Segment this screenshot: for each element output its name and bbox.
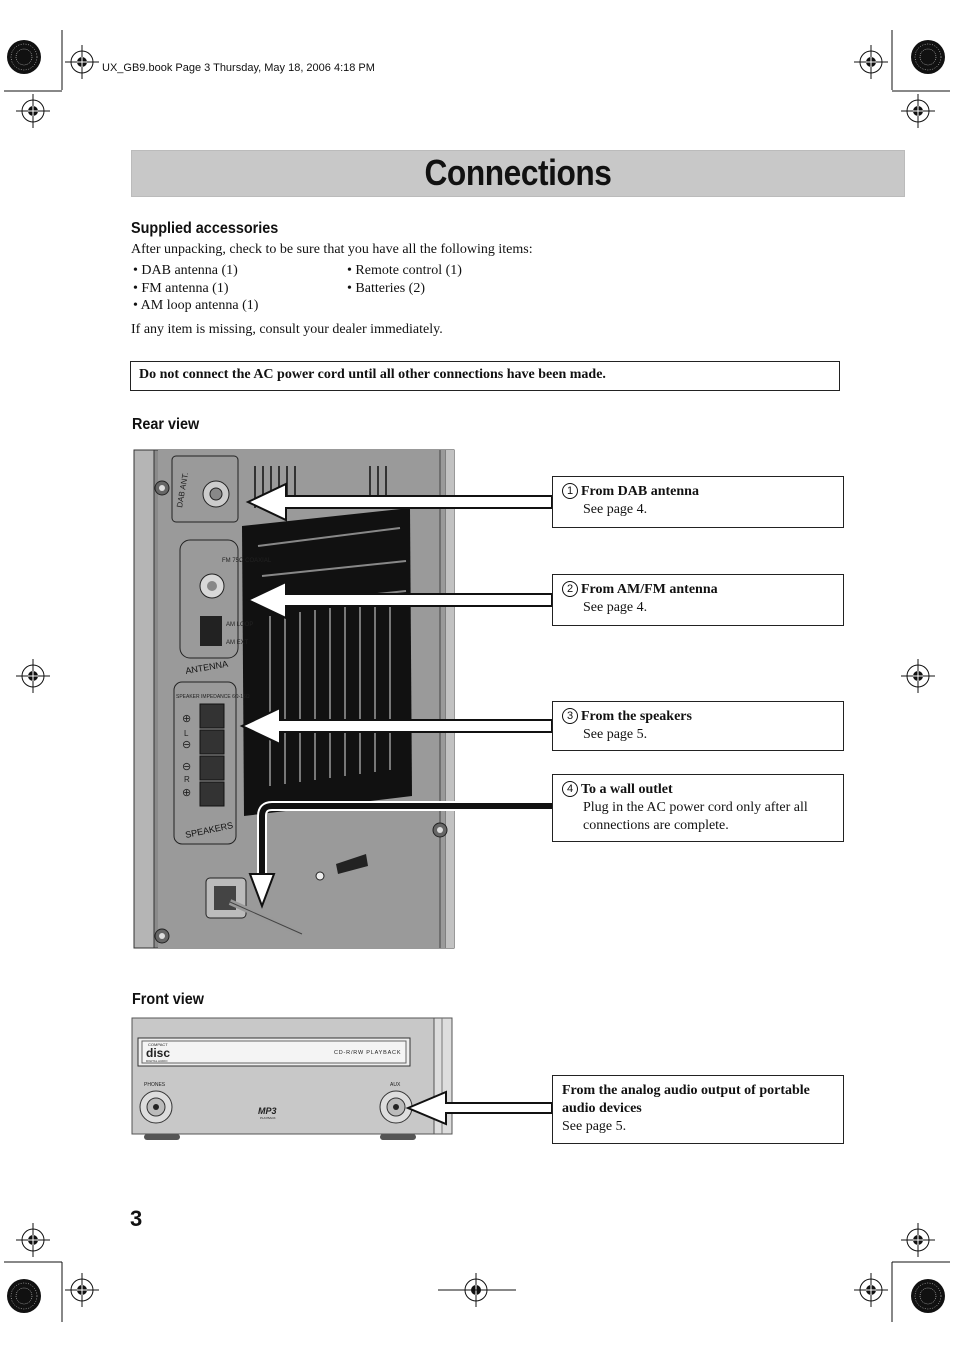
- accessories-heading: Supplied accessories: [131, 220, 279, 237]
- callout-title: From DAB antenna: [581, 484, 699, 499]
- r-minus-label: ⊖: [182, 761, 191, 773]
- disc-logo-bottom: DIGITAL AUDIO: [146, 1059, 168, 1063]
- rear-arrows: [239, 482, 553, 909]
- accessory-item: • Batteries (2): [347, 281, 425, 296]
- accessory-item: • AM loop antenna (1): [133, 298, 259, 313]
- r-label: R: [184, 775, 190, 784]
- callout-text: See page 4.: [583, 600, 648, 615]
- l-minus-label: ⊖: [182, 739, 191, 751]
- print-header: UX_GB9.book Page 3 Thursday, May 18, 200…: [102, 62, 375, 74]
- front-panel-illustration: COMPACT disc DIGITAL AUDIO CD-R/RW PLAYB…: [131, 1017, 453, 1140]
- l-label: L: [184, 729, 189, 738]
- accessories-intro: After unpacking, check to be sure that y…: [131, 242, 533, 257]
- l-plus-label: ⊕: [182, 713, 191, 725]
- page-number: 3: [130, 1206, 143, 1231]
- callout-text: See page 4.: [583, 502, 648, 517]
- callout-number: 1: [562, 483, 578, 499]
- callout-title: To a wall outlet: [581, 782, 673, 797]
- title-band: Connections: [131, 150, 905, 197]
- callout-text: connections are complete.: [583, 818, 729, 833]
- warning-box: Do not connect the AC power cord until a…: [130, 361, 840, 391]
- accessory-item: • DAB antenna (1): [133, 263, 238, 278]
- front-arrow: [405, 1090, 553, 1126]
- rear-view-heading: Rear view: [132, 416, 200, 433]
- fm-label: FM 75Ω COAXIAL: [222, 558, 272, 564]
- callout-text: See page 5.: [562, 1119, 627, 1134]
- speaker-impedance-label: SPEAKER IMPEDANCE 6Ω-16Ω: [176, 694, 250, 700]
- missing-note: If any item is missing, consult your dea…: [131, 322, 443, 337]
- accessory-item: • Remote control (1): [347, 263, 462, 278]
- cd-playback-label: CD-R/RW PLAYBACK: [334, 1050, 401, 1056]
- callout-number: 3: [562, 708, 578, 724]
- callout-text: Plug in the AC power cord only after all: [583, 800, 808, 815]
- disc-logo: disc: [146, 1046, 170, 1060]
- callout-title: From the speakers: [581, 709, 692, 724]
- accessory-item: • FM antenna (1): [133, 281, 229, 296]
- front-view-heading: Front view: [132, 991, 205, 1008]
- callout-title: audio devices: [562, 1101, 642, 1116]
- callout-aux: From the analog audio output of portable…: [552, 1075, 844, 1144]
- am-loop-label: AM LOOP: [226, 622, 253, 628]
- phones-label: PHONES: [144, 1082, 166, 1088]
- am-ext-label: AM EXT: [226, 640, 249, 646]
- callout-number: 4: [562, 781, 578, 797]
- r-plus-label: ⊕: [182, 787, 191, 799]
- callout-text: See page 5.: [583, 727, 648, 742]
- mp3-sub: PLAYBACK: [260, 1116, 276, 1120]
- aux-label: AUX: [390, 1082, 401, 1088]
- callout-title: From AM/FM antenna: [581, 582, 718, 597]
- callout-number: 2: [562, 581, 578, 597]
- disc-logo-top: COMPACT: [148, 1042, 168, 1047]
- callout-title: From the analog audio output of portable: [562, 1083, 810, 1098]
- mp3-logo: MP3: [258, 1106, 277, 1116]
- page-title: Connections: [424, 152, 612, 193]
